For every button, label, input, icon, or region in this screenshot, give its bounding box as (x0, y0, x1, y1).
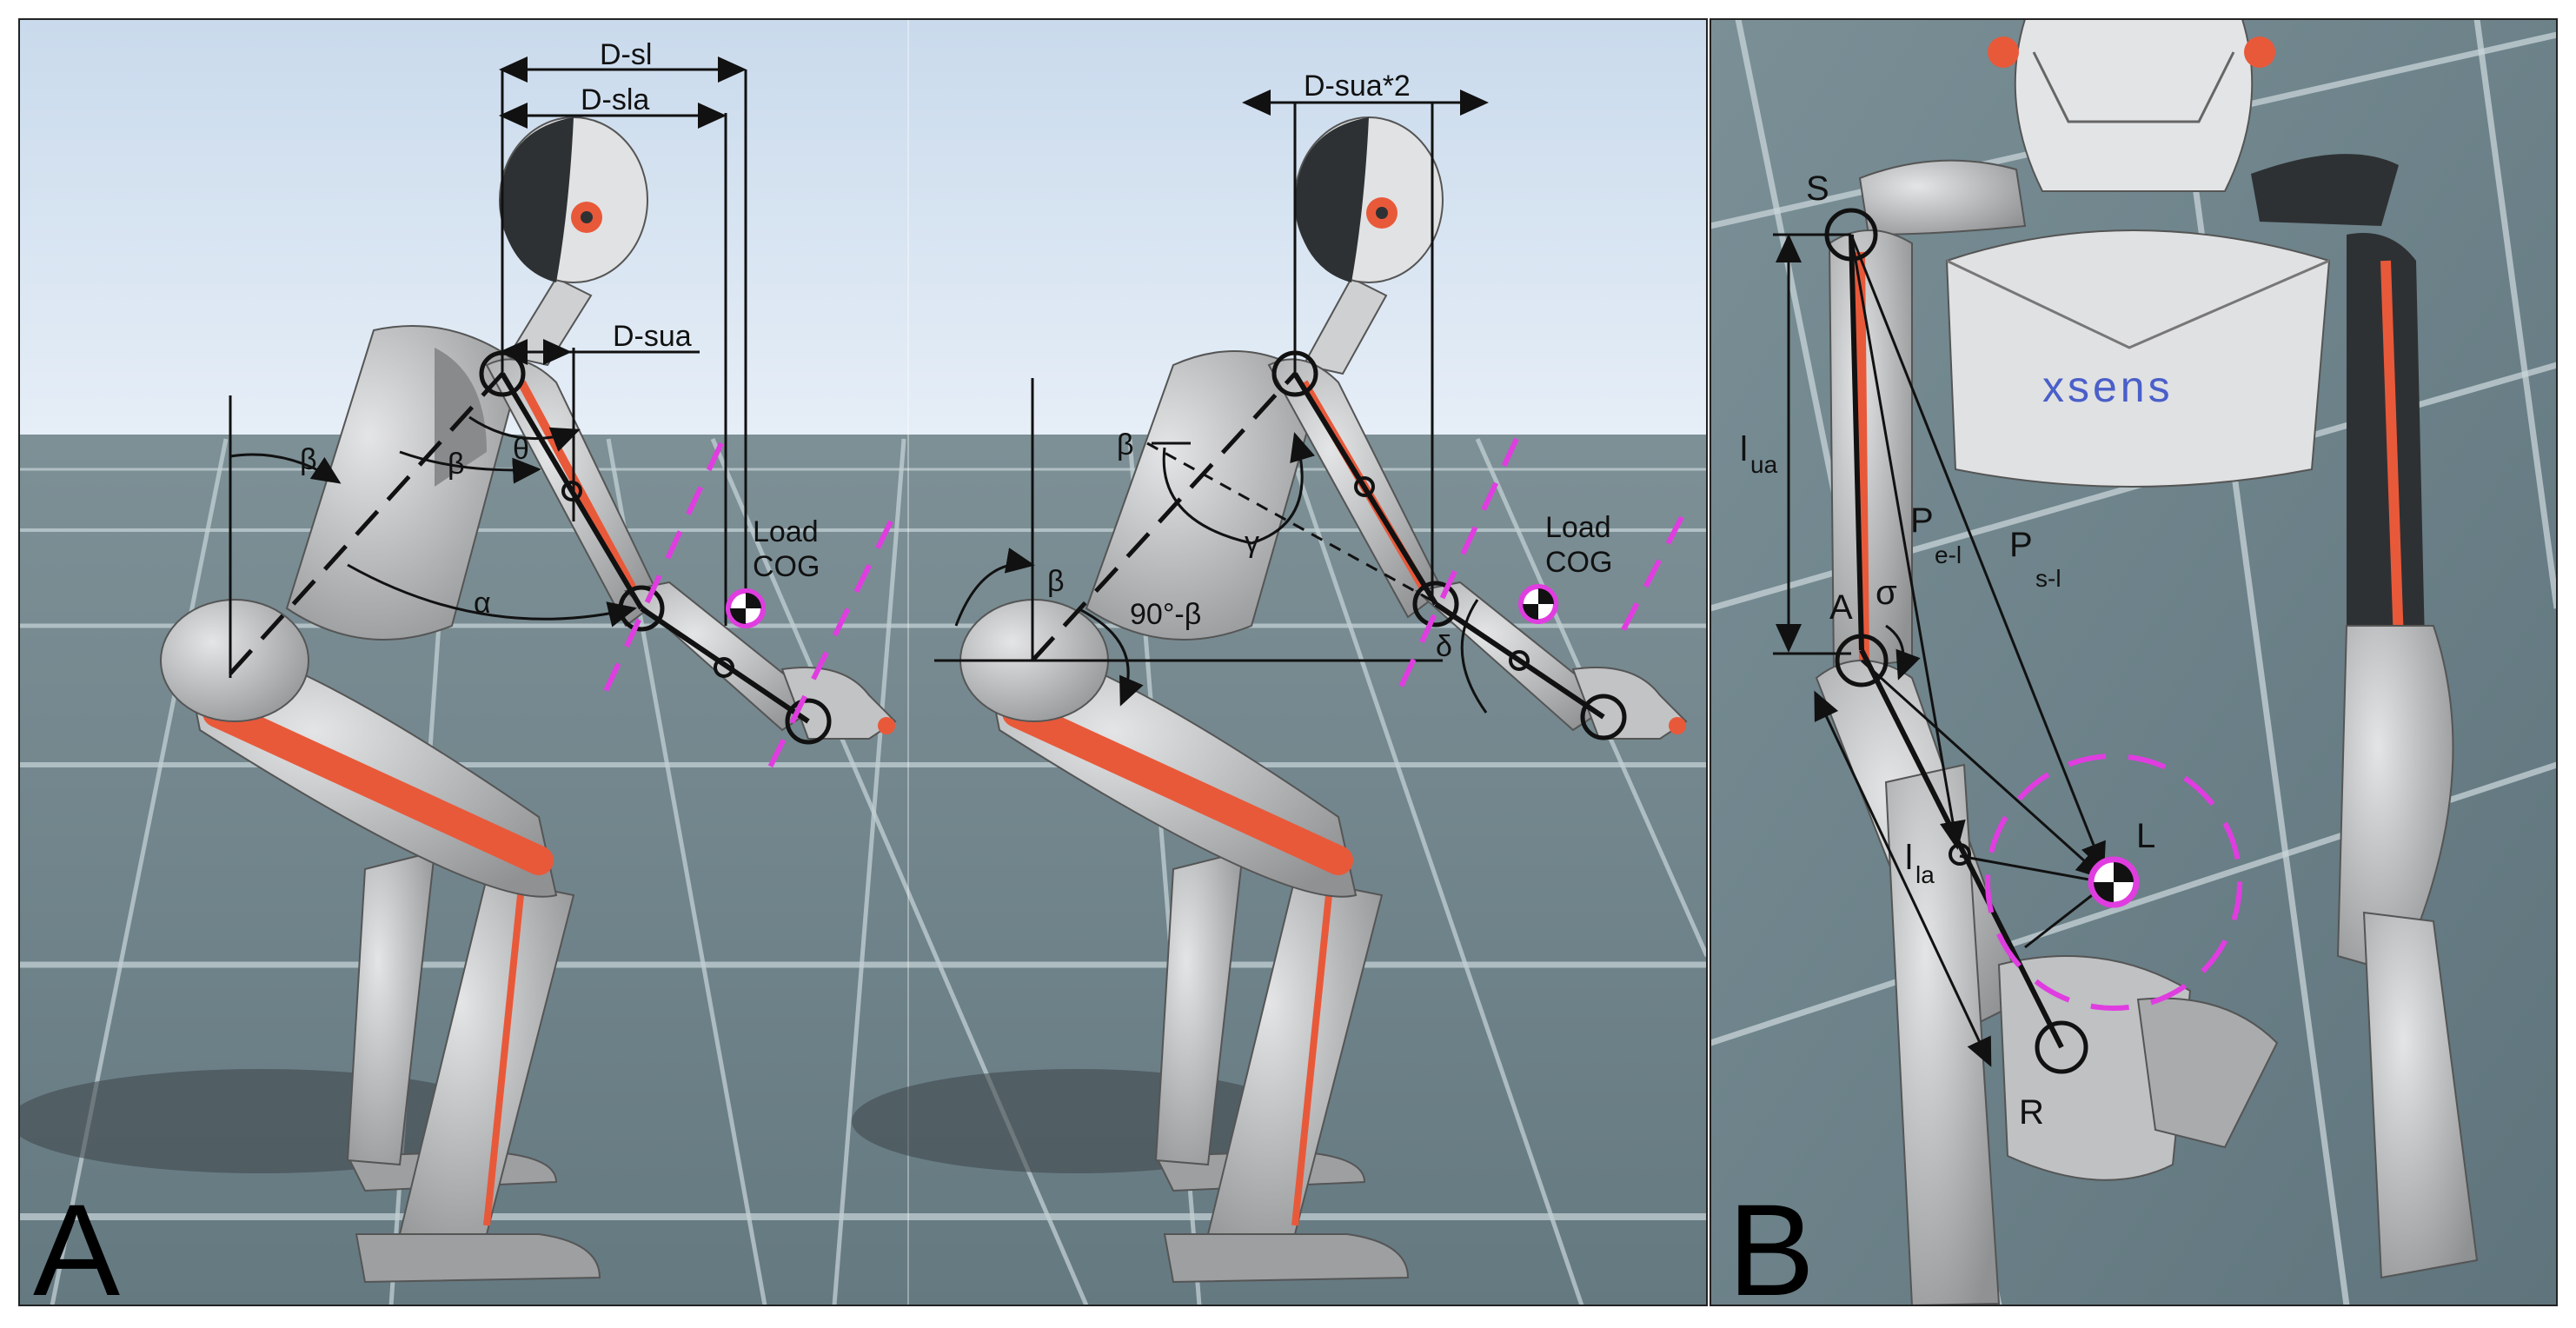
panel-a-label: A (33, 1177, 120, 1323)
mannequin-right (852, 116, 1688, 1284)
label-delta: δ (1436, 630, 1452, 663)
label-l-ua: l ua (1740, 430, 1778, 478)
panel-b-label: B (1728, 1177, 1815, 1323)
label-load: Load (753, 515, 819, 548)
label-p-el: P e-l (1910, 501, 1962, 568)
label-beta-arm: β (448, 448, 465, 481)
panel-a-border (18, 18, 1708, 1306)
brand-logo: xsens (2042, 362, 2174, 411)
label-alpha: α (474, 587, 491, 620)
label-90-minus-beta: 90°-β (1130, 598, 1201, 631)
label-l-la-sub: la (1915, 861, 1935, 888)
label-shoulder: S (1806, 169, 1829, 208)
label-beta-top: β (1117, 428, 1134, 461)
label-wrist: R (2019, 1093, 2044, 1132)
floor-background (19, 435, 1707, 1305)
label-beta-hip: β (1047, 565, 1065, 598)
label-theta: θ (513, 433, 529, 466)
label-d-sua2: D-sua*2 (1304, 70, 1411, 103)
label-d-sla: D-sla (581, 83, 649, 116)
label-elbow: A (1829, 588, 1853, 627)
label-p-el-main: P (1910, 501, 1934, 540)
label-d-sua: D-sua (613, 320, 692, 353)
label-cog-middle: COG (1545, 546, 1612, 579)
label-l-ua-sub: ua (1750, 451, 1778, 478)
label-sigma: σ (1876, 574, 1897, 612)
sky-background (19, 19, 1707, 436)
panel-b-border (1710, 18, 2558, 1306)
label-p-sl-main: P (2009, 526, 2033, 564)
annotations-middle (934, 90, 1684, 740)
panel-a: D-sl D-sla D-sua β β θ α Load COG (19, 19, 1707, 1323)
label-beta-trunk: β (300, 443, 317, 476)
label-gamma: γ (1245, 526, 1259, 559)
annotations-left (229, 56, 893, 780)
label-p-sl-sub: s-l (2035, 565, 2061, 592)
label-cog: COG (753, 550, 820, 583)
label-l-la-main: l (1905, 839, 1913, 877)
label-load-point: L (2136, 817, 2155, 855)
annotations-b (1773, 208, 2242, 1074)
label-p-el-sub: e-l (1935, 541, 1962, 568)
panel-b: xsens (1710, 19, 2557, 1323)
label-p-sl: P s-l (2009, 526, 2061, 592)
label-load-middle: Load (1545, 511, 1611, 544)
label-d-sl: D-sl (600, 38, 652, 71)
label-l-la: l la (1905, 839, 1935, 888)
label-l-ua-main: l (1740, 430, 1748, 468)
